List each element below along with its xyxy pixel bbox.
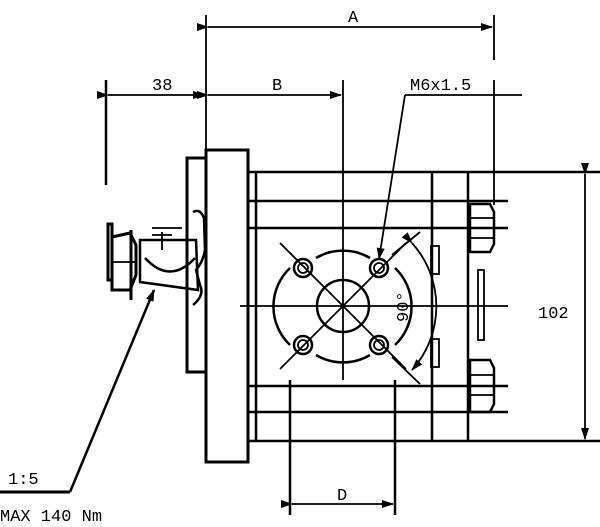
dimension-d: D	[281, 487, 394, 508]
shaft-assembly	[106, 148, 250, 464]
thread-callout: M6x1.5	[376, 77, 522, 260]
angle-label: 90°	[395, 291, 414, 322]
torque-label: MAX 140 Nm	[0, 508, 102, 527]
dimension-102-label: 102	[538, 305, 569, 324]
dimension-a-label: A	[348, 9, 359, 28]
torque-note: 1:5 MAX 140 Nm	[0, 289, 156, 527]
dimension-b: B	[197, 77, 344, 380]
dimension-102: 102	[538, 163, 589, 440]
port-flange: 90°	[272, 231, 438, 515]
dimension-d-label: D	[337, 487, 347, 506]
dimension-b-label: B	[272, 77, 282, 96]
dimension-38-label: 38	[152, 77, 172, 96]
scale-label: 1:5	[8, 471, 39, 490]
bolt-holes	[292, 257, 390, 356]
dimension-38: 38	[97, 77, 205, 185]
thread-label: M6x1.5	[410, 77, 471, 96]
pump-body	[240, 170, 600, 443]
